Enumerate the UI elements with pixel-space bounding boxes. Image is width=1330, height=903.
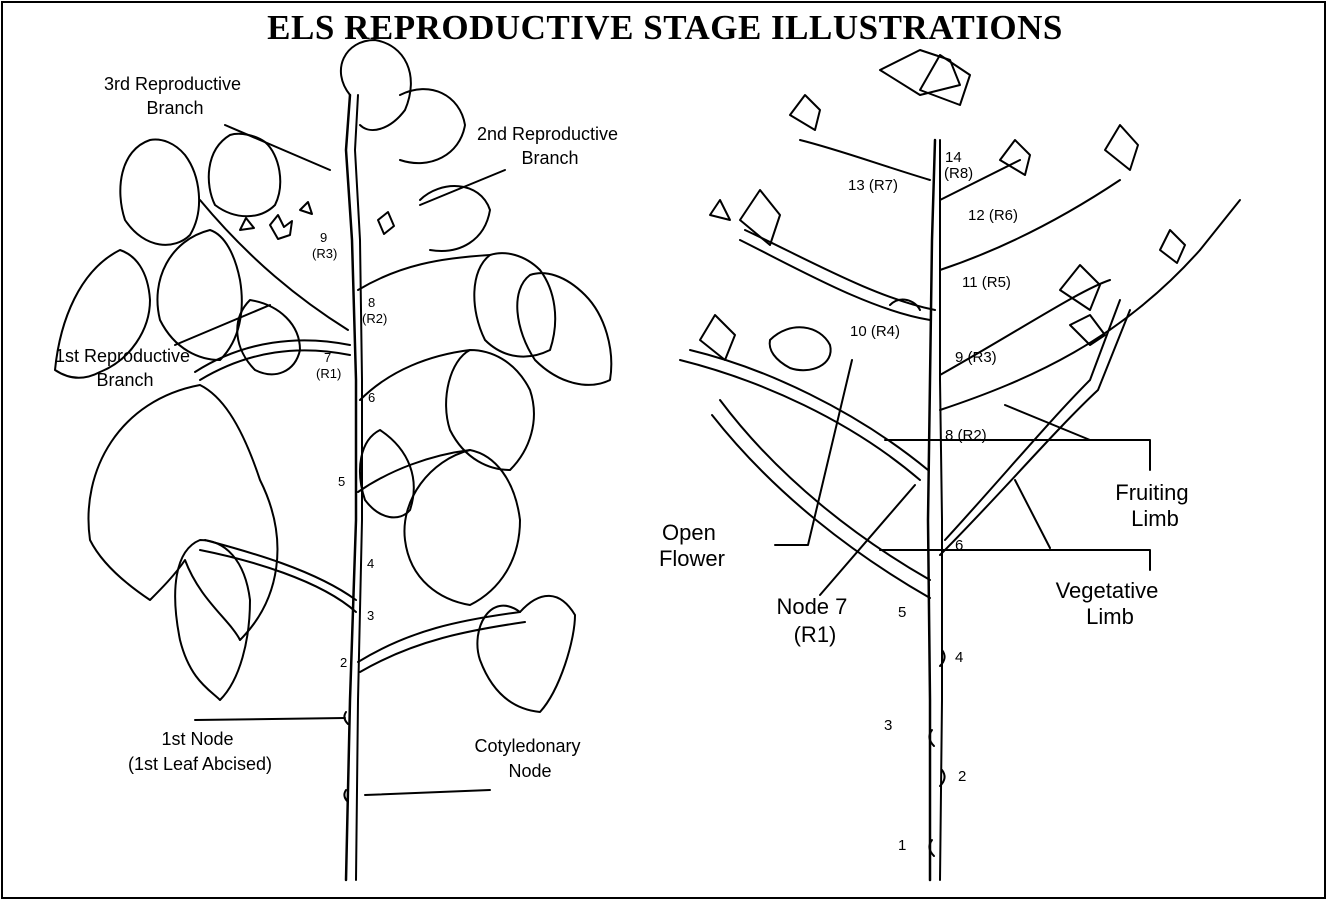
label-cotyledonary-node: Cotyledonary Node xyxy=(474,736,585,781)
leader-vegetative-diag xyxy=(1015,480,1050,548)
left-node-4: 4 xyxy=(367,556,374,571)
leader-fruiting-upper xyxy=(885,440,1150,470)
left-node-9-r: (R3) xyxy=(312,246,337,261)
label-open-flower: Open Flower xyxy=(659,520,725,571)
left-node-6: 6 xyxy=(368,390,375,405)
right-node-5: 5 xyxy=(898,604,906,621)
right-node-6: 6 xyxy=(955,537,963,554)
leader-first-branch xyxy=(175,305,270,345)
leader-cotyledonary xyxy=(365,790,490,795)
right-node-10: 10 (R4) xyxy=(850,323,900,340)
label-first-node: 1st Node (1st Leaf Abcised) xyxy=(128,729,272,774)
right-node-12: 12 (R6) xyxy=(968,207,1018,224)
left-node-3: 3 xyxy=(367,608,374,623)
leader-node-7 xyxy=(820,485,915,595)
right-node-2: 2 xyxy=(958,768,966,785)
label-vegetative-limb: Vegetative Limb xyxy=(1056,578,1165,629)
label-first-branch: 1st Reproductive Branch xyxy=(55,346,195,390)
left-node-7-r: (R1) xyxy=(316,366,341,381)
left-node-8: 8 xyxy=(368,295,375,310)
label-node-7: Node 7 (R1) xyxy=(776,594,853,647)
leader-first-node xyxy=(195,718,345,720)
label-second-branch: 2nd Reproductive Branch xyxy=(477,124,623,168)
right-node-11: 11 (R5) xyxy=(962,274,1011,291)
left-node-2: 2 xyxy=(340,655,347,670)
left-node-7: 7 xyxy=(324,350,331,365)
right-node-4: 4 xyxy=(955,649,963,666)
right-node-3: 3 xyxy=(884,717,892,734)
right-node-13: 13 (R7) xyxy=(848,177,898,194)
right-node-14: 14 xyxy=(945,149,962,166)
left-node-8-r: (R2) xyxy=(362,311,387,326)
right-node-8: 8 (R2) xyxy=(945,427,987,444)
leader-vegetative xyxy=(880,550,1150,570)
label-fruiting-limb: Fruiting Limb xyxy=(1115,480,1194,531)
left-node-9: 9 xyxy=(320,230,327,245)
right-node-14-r: (R8) xyxy=(944,165,973,182)
leader-second-branch xyxy=(420,170,505,205)
label-third-branch: 3rd Reproductive Branch xyxy=(104,74,246,118)
right-node-1: 1 xyxy=(898,837,906,854)
left-node-5: 5 xyxy=(338,474,345,489)
right-node-9: 9 (R3) xyxy=(955,349,997,366)
